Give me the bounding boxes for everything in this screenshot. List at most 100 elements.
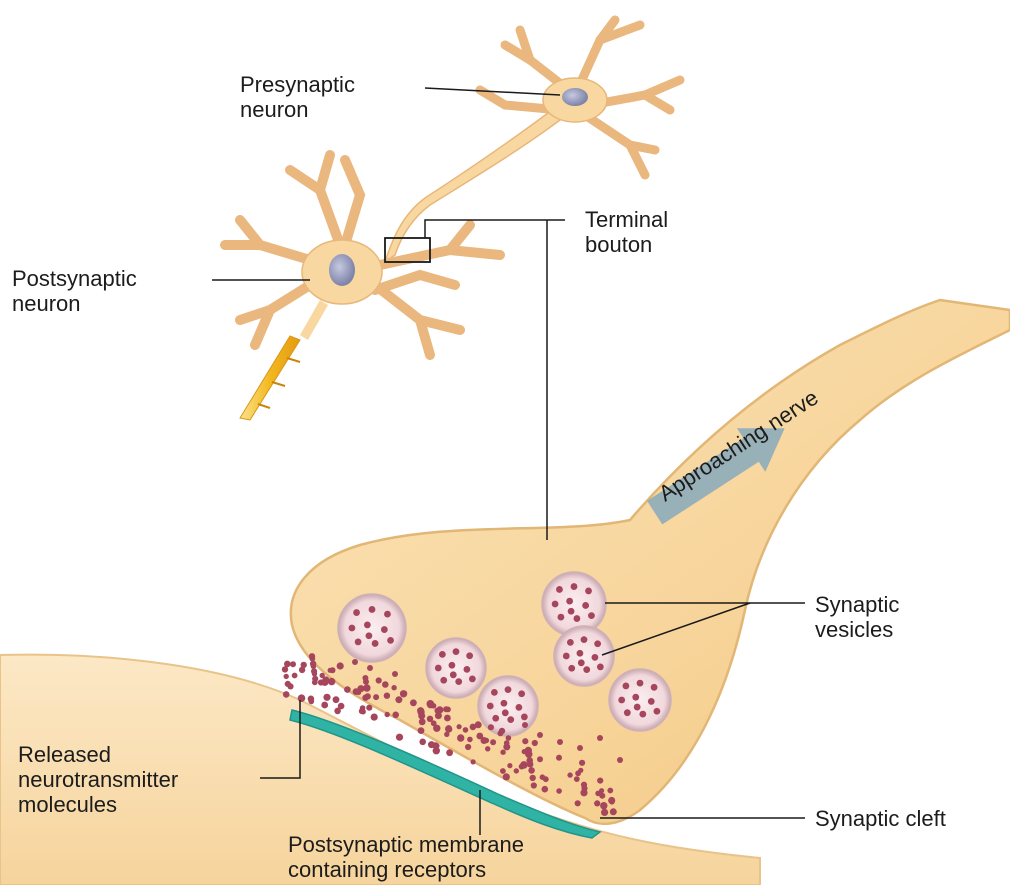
neurotransmitter-molecule [366,705,372,711]
neurotransmitter-molecule [418,712,425,719]
neurotransmitter-molecule [363,679,369,685]
neurotransmitter-molecule [500,750,505,755]
neurotransmitter-molecule [352,659,358,665]
neurotransmitter-molecule [338,703,345,710]
neurotransmitter-molecule [457,724,462,729]
neurotransmitter-molecule [506,735,512,741]
neurotransmitter-molecule [312,671,317,676]
neurotransmitter-molecule [594,800,600,806]
label-line: Synaptic [815,592,899,617]
neurotransmitter-molecule [577,745,583,751]
neurotransmitter-molecule [392,671,398,677]
neurotransmitter-molecule [330,667,336,673]
label-line: containing receptors [288,857,524,882]
neurotransmitter-molecule [503,743,510,750]
neurotransmitter-molecule [574,776,580,782]
neurotransmitter-molecule [490,739,496,745]
neurotransmitter-molecule [465,744,471,750]
neurotransmitter-molecule [471,759,476,764]
neurotransmitter-molecule [446,749,453,756]
neurotransmitter-molecule [444,715,451,722]
neurotransmitter-molecule [540,774,546,780]
neurotransmitter-molecule [321,702,328,709]
leader-terminal-bouton [425,220,565,238]
neurotransmitter-molecule [601,809,608,816]
neurotransmitter-molecule [333,696,340,703]
neurotransmitter-molecule [446,726,453,733]
neurotransmitter-molecule [488,724,494,730]
neurotransmitter-molecule [609,799,615,805]
neurotransmitter-molecule [392,712,399,719]
terminal-bouton-shape [291,300,1010,824]
neurotransmitter-molecule [292,673,298,679]
neurotransmitter-molecule [365,693,371,699]
neurotransmitter-molecule [284,674,289,679]
neurotransmitter-molecule [595,791,601,797]
neurotransmitter-molecule [500,768,506,774]
neurotransmitter-molecule [376,677,382,683]
neurotransmitter-molecule [363,684,370,691]
neurotransmitter-molecule [373,694,379,700]
presynaptic-nucleus [562,88,588,106]
neurotransmitter-molecule [617,757,623,763]
label-line: vesicles [815,617,899,642]
neurotransmitter-molecule [597,778,603,784]
neurotransmitter-molecule [503,773,510,780]
neurotransmitter-molecule [610,808,617,815]
label-line: molecules [18,792,178,817]
label-line: Presynaptic [240,72,355,97]
neurotransmitter-molecule [301,662,307,668]
neurotransmitter-molecule [384,693,390,699]
neurotransmitter-molecule [575,770,581,776]
neurotransmitter-molecule [607,788,613,794]
neurotransmitter-molecule [470,724,477,731]
neurotransmitter-molecule [457,734,464,741]
presynaptic-axon [385,110,560,262]
neurotransmitter-molecule [476,733,483,740]
neurotransmitter-molecule [579,760,585,766]
neurotransmitter-molecule [320,673,325,678]
neurotransmitter-molecule [427,716,433,722]
neurotransmitter-molecule [542,786,549,793]
label-line: Postsynaptic [12,266,137,291]
neurotransmitter-molecule [395,696,402,703]
neurotransmitter-molecule [391,685,396,690]
released-neurotransmitter-label: Released neurotransmitter molecules [18,742,178,817]
neurotransmitter-molecule [498,731,504,737]
neurotransmitter-molecule [557,739,563,745]
neurotransmitter-molecule [427,700,435,708]
neurotransmitter-molecule [520,761,528,769]
neurotransmitter-molecule [467,737,473,743]
neurotransmitter-molecule [528,767,535,774]
neurotransmitter-molecule [600,802,607,809]
neurotransmitter-molecule [396,734,403,741]
label-line: Terminal [585,207,668,232]
neurotransmitter-molecule [556,755,562,761]
neurotransmitter-molecule [597,735,603,741]
synaptic-vesicle [478,676,538,736]
label-line: Synaptic cleft [815,806,946,831]
neurotransmitter-molecule [527,761,533,767]
postsynaptic-neuron-label: Postsynaptic neuron [12,266,137,316]
neurotransmitter-molecule [537,756,543,762]
neurotransmitter-molecule [567,772,572,777]
synaptic-vesicles-label: Synaptic vesicles [815,592,899,642]
postsynaptic-nucleus [329,254,355,286]
synaptic-vesicle [338,594,406,662]
neurotransmitter-molecule [410,699,417,706]
neurotransmitter-molecule [287,683,293,689]
neurotransmitter-molecule [298,694,306,702]
neurotransmitter-molecule [485,746,490,751]
neurotransmitter-molecule [575,800,581,806]
neurotransmitter-molecule [367,665,373,671]
neurotransmitter-molecule [337,662,344,669]
label-line: Released [18,742,178,767]
neurotransmitter-molecule [537,732,543,738]
neurotransmitter-molecule [328,678,335,685]
terminal-bouton-label: Terminal bouton [585,207,668,257]
neurotransmitter-molecule [283,691,290,698]
neurotransmitter-molecule [435,712,442,719]
synaptic-cleft-label: Synaptic cleft [815,806,946,831]
label-line: Postsynaptic membrane [288,832,524,857]
neurotransmitter-molecule [308,698,314,704]
